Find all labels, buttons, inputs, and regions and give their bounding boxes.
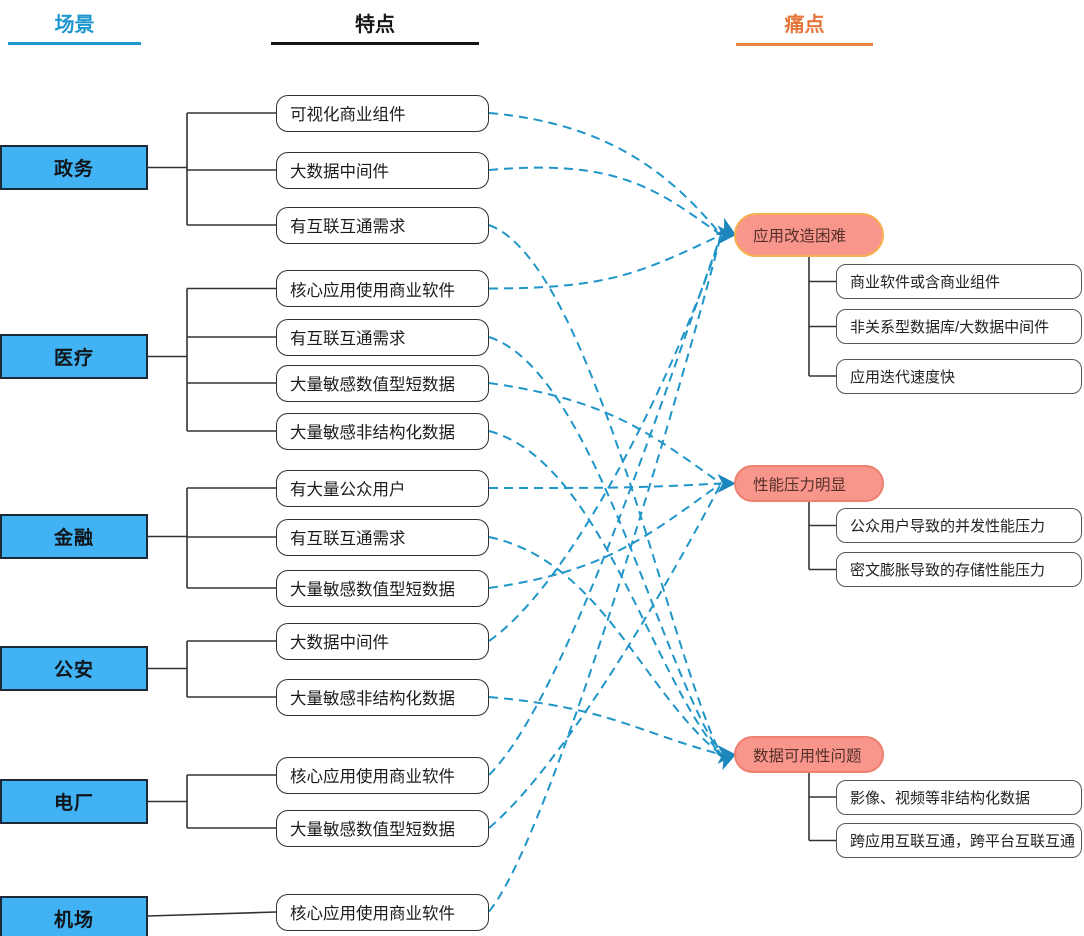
- feature-node[interactable]: 大数据中间件: [276, 151, 489, 189]
- tree-scene-jichang: [147, 911, 277, 917]
- feature-node[interactable]: 有互联互通需求: [276, 518, 489, 556]
- relation-curve: [488, 430, 722, 756]
- feature-node[interactable]: 有互联互通需求: [276, 206, 489, 244]
- column-header-scene[interactable]: 场景: [54, 14, 95, 36]
- column-header-feature[interactable]: 特点: [355, 14, 395, 36]
- feature-node[interactable]: 有大量公众用户: [276, 469, 489, 507]
- feature-node[interactable]: 核心应用使用商业软件: [276, 756, 489, 794]
- feature-node[interactable]: 核心应用使用商业软件: [276, 893, 489, 931]
- relation-curve: [488, 336, 722, 756]
- relation-curve: [488, 234, 722, 642]
- pain-child-node[interactable]: 应用迭代速度快: [836, 358, 1082, 394]
- pain-node-xingneng[interactable]: 性能压力明显: [734, 465, 884, 502]
- scene-node-dianchang[interactable]: 电厂: [0, 779, 148, 824]
- relation-curve: [488, 166, 722, 236]
- scene-node-jichang[interactable]: 机场: [0, 896, 148, 936]
- relation-curve: [488, 483, 722, 829]
- scene-node-gongan[interactable]: 公安: [0, 646, 148, 691]
- relation-curve: [488, 536, 722, 756]
- pain-child-node[interactable]: 商业软件或含商业组件: [836, 264, 1082, 299]
- feature-node[interactable]: 大量敏感数值型短数据: [276, 569, 489, 607]
- tree-scene-jinrong: [148, 487, 276, 589]
- arrowhead-icon: [717, 474, 736, 493]
- feature-node[interactable]: 大量敏感非结构化数据: [276, 412, 489, 450]
- feature-node[interactable]: 有互联互通需求: [276, 318, 489, 356]
- pain-node-keyong[interactable]: 数据可用性问题: [734, 736, 884, 773]
- arrowhead-icon: [715, 217, 736, 235]
- column-header-pain-underline: [736, 43, 873, 46]
- feature-node[interactable]: 核心应用使用商业软件: [276, 270, 489, 307]
- column-header-feature-underline: [271, 42, 479, 45]
- tree-scene-zhengwu: [148, 112, 276, 226]
- scene-node-jinrong[interactable]: 金融: [0, 514, 148, 559]
- pain-child-node[interactable]: 密文膨胀导致的存储性能压力: [836, 552, 1082, 587]
- relation-curve: [488, 224, 722, 755]
- relation-curve: [488, 234, 722, 776]
- arrowhead-icon: [717, 225, 736, 245]
- scene-node-yiliao[interactable]: 医疗: [0, 334, 148, 379]
- tree-pain-xingneng: [808, 502, 836, 571]
- tree-pain-gaizao: [808, 257, 836, 377]
- pain-child-node[interactable]: 跨应用互联互通，跨平台互联互通: [836, 823, 1082, 858]
- relation-curve: [488, 234, 722, 290]
- relation-curve: [488, 482, 722, 490]
- scene-node-zhengwu[interactable]: 政务: [0, 145, 148, 190]
- column-header-pain[interactable]: 痛点: [784, 14, 825, 36]
- tree-scene-yiliao: [148, 287, 276, 432]
- tree-pain-keyong: [808, 773, 836, 842]
- tree-scene-gongan: [148, 640, 276, 698]
- relation-curve: [488, 112, 722, 236]
- feature-node[interactable]: 大量敏感数值型短数据: [276, 809, 489, 847]
- pain-child-node[interactable]: 影像、视频等非结构化数据: [836, 779, 1082, 815]
- column-header-scene-underline: [8, 42, 141, 45]
- feature-node[interactable]: 大数据中间件: [276, 622, 489, 660]
- feature-node[interactable]: 大量敏感非结构化数据: [276, 678, 489, 716]
- pain-child-node[interactable]: 非关系型数据库/大数据中间件: [836, 309, 1082, 344]
- arrowhead-icon: [717, 745, 736, 764]
- feature-node[interactable]: 可视化商业组件: [276, 94, 489, 132]
- pain-child-node[interactable]: 公众用户导致的并发性能压力: [836, 508, 1082, 543]
- pain-node-gaizao[interactable]: 应用改造困难: [734, 213, 884, 257]
- relation-curve: [488, 482, 722, 589]
- feature-node[interactable]: 大量敏感数值型短数据: [276, 364, 489, 402]
- relation-curve: [488, 696, 722, 756]
- tree-scene-dianchang: [148, 774, 276, 829]
- relation-curve: [488, 382, 722, 485]
